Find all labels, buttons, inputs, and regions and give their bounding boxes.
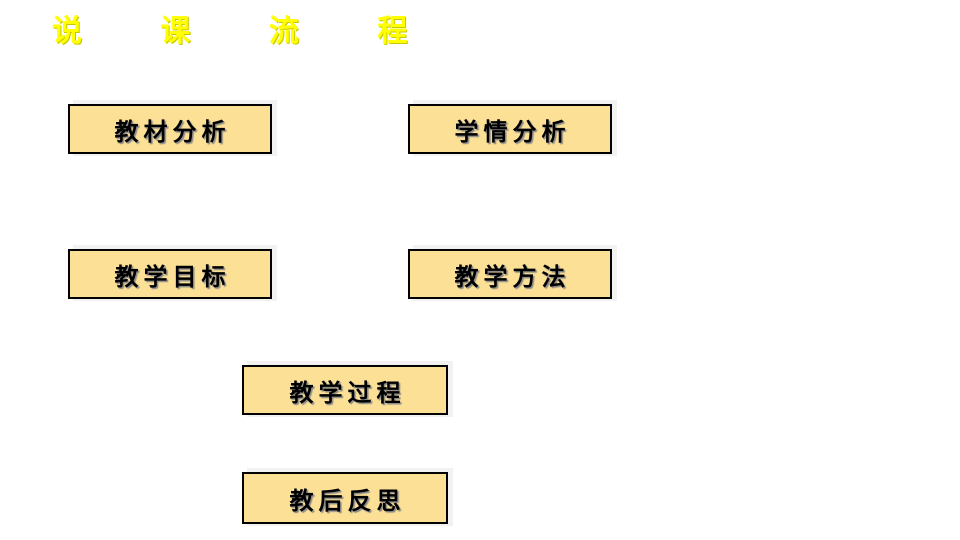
- teaching-methods-label: 教学方法: [454, 262, 571, 291]
- teaching-objectives-box: 教学目标: [68, 249, 272, 299]
- teaching-objectives-label: 教学目标: [114, 262, 231, 291]
- textbook-analysis-box: 教材分析: [68, 104, 272, 154]
- slide-title: 说 课 流 程: [52, 14, 442, 49]
- teaching-process-box: 教学过程: [242, 365, 448, 415]
- teaching-reflection-box: 教后反思: [242, 472, 448, 524]
- student-analysis-box: 学情分析: [408, 104, 612, 154]
- teaching-reflection-label: 教后反思: [289, 486, 406, 515]
- textbook-analysis-label: 教材分析: [114, 117, 231, 146]
- teaching-process-label: 教学过程: [289, 378, 406, 407]
- teaching-methods-box: 教学方法: [408, 249, 612, 299]
- student-analysis-label: 学情分析: [454, 117, 571, 146]
